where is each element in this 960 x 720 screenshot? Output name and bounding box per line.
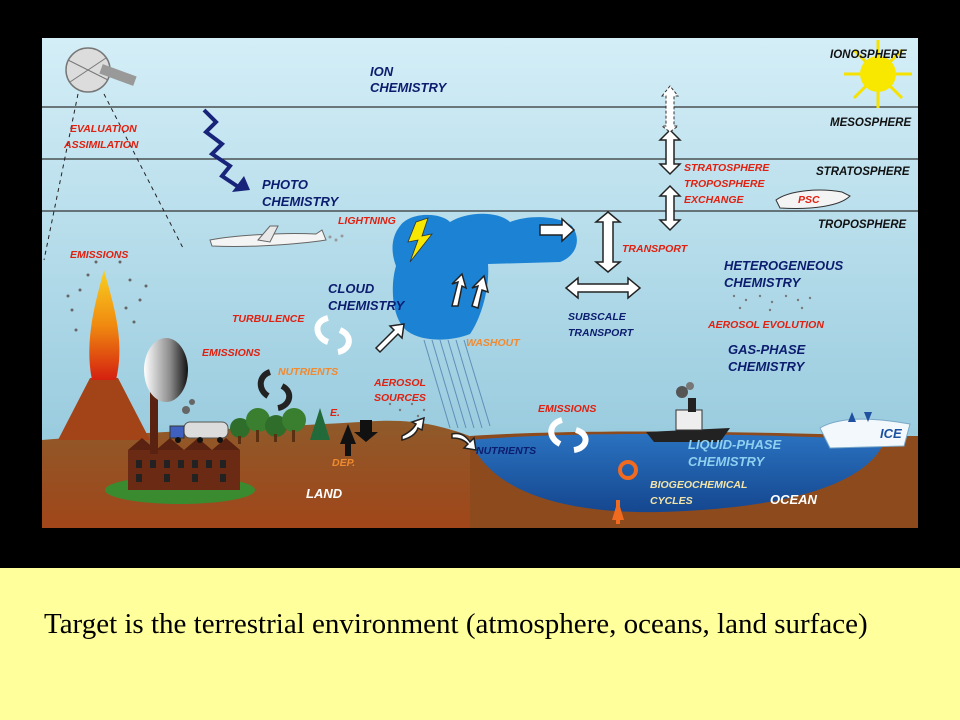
label-ion-chemistry-line1: ION <box>370 64 394 79</box>
label-emissions-volcano: EMISSIONS <box>70 249 128 261</box>
emission-up-arrow <box>340 424 356 456</box>
label-subscale-line2: TRANSPORT <box>568 327 635 339</box>
nutrients-circular-arrows <box>257 369 293 411</box>
ice-up-arrow <box>848 412 856 422</box>
label-liquid-phase-line2: CHEMISTRY <box>688 454 766 469</box>
satellite-icon <box>65 47 137 93</box>
deposition-down-arrow <box>354 420 378 442</box>
layer-label-stratosphere: STRATOSPHERE <box>816 166 910 178</box>
label-psc: PSC <box>798 194 820 206</box>
aerosol-particles <box>388 294 812 418</box>
label-heterogeneous-line2: CHEMISTRY <box>724 275 802 290</box>
airplane-icon <box>209 225 344 248</box>
label-evaluation: EVALUATION <box>70 123 137 135</box>
biogeochemical-cycle-icon <box>618 460 638 480</box>
label-nutrients-ocean: NUTRIENTS <box>476 445 536 457</box>
photochemistry-arrow <box>202 108 242 190</box>
psc-cloud <box>775 189 851 209</box>
ship-icon <box>646 382 730 442</box>
label-ocean: OCEAN <box>770 492 818 507</box>
factory-icon <box>128 390 240 490</box>
label-heterogeneous-line1: HETEROGENEOUS <box>724 258 844 273</box>
label-ste-line1: STRATOSPHERE <box>684 162 770 174</box>
photochemistry-arrowhead <box>232 176 250 192</box>
label-ste-line3: EXCHANGE <box>684 194 745 206</box>
turbulence-circular-arrows <box>314 315 352 355</box>
layer-label-mesosphere: MESOSPHERE <box>830 117 911 129</box>
washout-rain <box>423 339 491 429</box>
label-biogeochemical-line1: BIOGEOCHEMICAL <box>650 479 747 491</box>
atmosphere-diagram: IONOSPHERE MESOSPHERE STRATOSPHERE TROPO… <box>42 38 918 528</box>
label-deposition: DEP. <box>332 457 355 469</box>
sun-icon <box>844 40 912 108</box>
tanker-truck-icon <box>169 421 229 443</box>
diagram-canvas: IONOSPHERE MESOSPHERE STRATOSPHERE TROPO… <box>42 38 918 528</box>
label-emissions-ocean: EMISSIONS <box>538 403 596 415</box>
sea-ice <box>819 418 911 449</box>
label-photo-chemistry-line1: PHOTO <box>262 177 308 192</box>
label-emission-flux: E. <box>330 407 340 419</box>
label-nutrients-land: NUTRIENTS <box>278 366 338 378</box>
label-biogeochemical-line2: CYCLES <box>650 495 693 507</box>
volcano <box>58 378 150 440</box>
label-turbulence: TURBULENCE <box>232 313 305 325</box>
label-ice: ICE <box>880 426 902 441</box>
slide-caption: Target is the terrestrial environment (a… <box>44 608 868 640</box>
label-lightning: LIGHTNING <box>338 215 396 227</box>
label-photo-chemistry-line2: CHEMISTRY <box>262 194 340 209</box>
transport-arrows <box>374 128 682 451</box>
forest-icon <box>230 408 330 444</box>
ocean-water <box>470 434 885 513</box>
satellite-view-line-right <box>103 93 185 251</box>
lightning-bolt-icon <box>407 217 433 263</box>
label-subscale-line1: SUBSCALE <box>568 311 627 323</box>
label-liquid-phase-line1: LIQUID-PHASE <box>688 437 782 452</box>
ionosphere-exchange-arrow <box>660 85 680 133</box>
label-aerosol-sources-line1: AEROSOL <box>373 377 426 389</box>
label-emissions-land: EMISSIONS <box>202 347 260 359</box>
ice-down-arrow <box>864 412 872 422</box>
label-gas-phase-line1: GAS-PHASE <box>728 342 806 357</box>
volcano-plume <box>89 270 120 380</box>
label-gas-phase-line2: CHEMISTRY <box>728 359 806 374</box>
label-aerosol-evolution: AEROSOL EVOLUTION <box>707 319 824 331</box>
label-cloud-chemistry-line1: CLOUD <box>328 281 375 296</box>
truck-exhaust <box>182 399 195 414</box>
factory-smoke <box>144 338 188 402</box>
ocean-emissions-circular-arrows <box>548 417 589 453</box>
caption-panel <box>0 568 960 720</box>
label-cloud-chemistry-line2: CHEMISTRY <box>328 298 406 313</box>
label-washout: WASHOUT <box>466 337 521 349</box>
label-transport: TRANSPORT <box>622 243 689 255</box>
label-ion-chemistry-line2: CHEMISTRY <box>370 80 448 95</box>
label-ste-line2: TROPOSPHERE <box>684 178 766 190</box>
layer-label-troposphere: TROPOSPHERE <box>818 219 907 231</box>
label-aerosol-sources-line2: SOURCES <box>374 392 426 404</box>
label-assimilation: ASSIMILATION <box>63 139 139 151</box>
volcano-ash-particles <box>66 260 148 332</box>
label-land: LAND <box>306 486 343 501</box>
layer-label-ionosphere: IONOSPHERE <box>830 49 907 61</box>
